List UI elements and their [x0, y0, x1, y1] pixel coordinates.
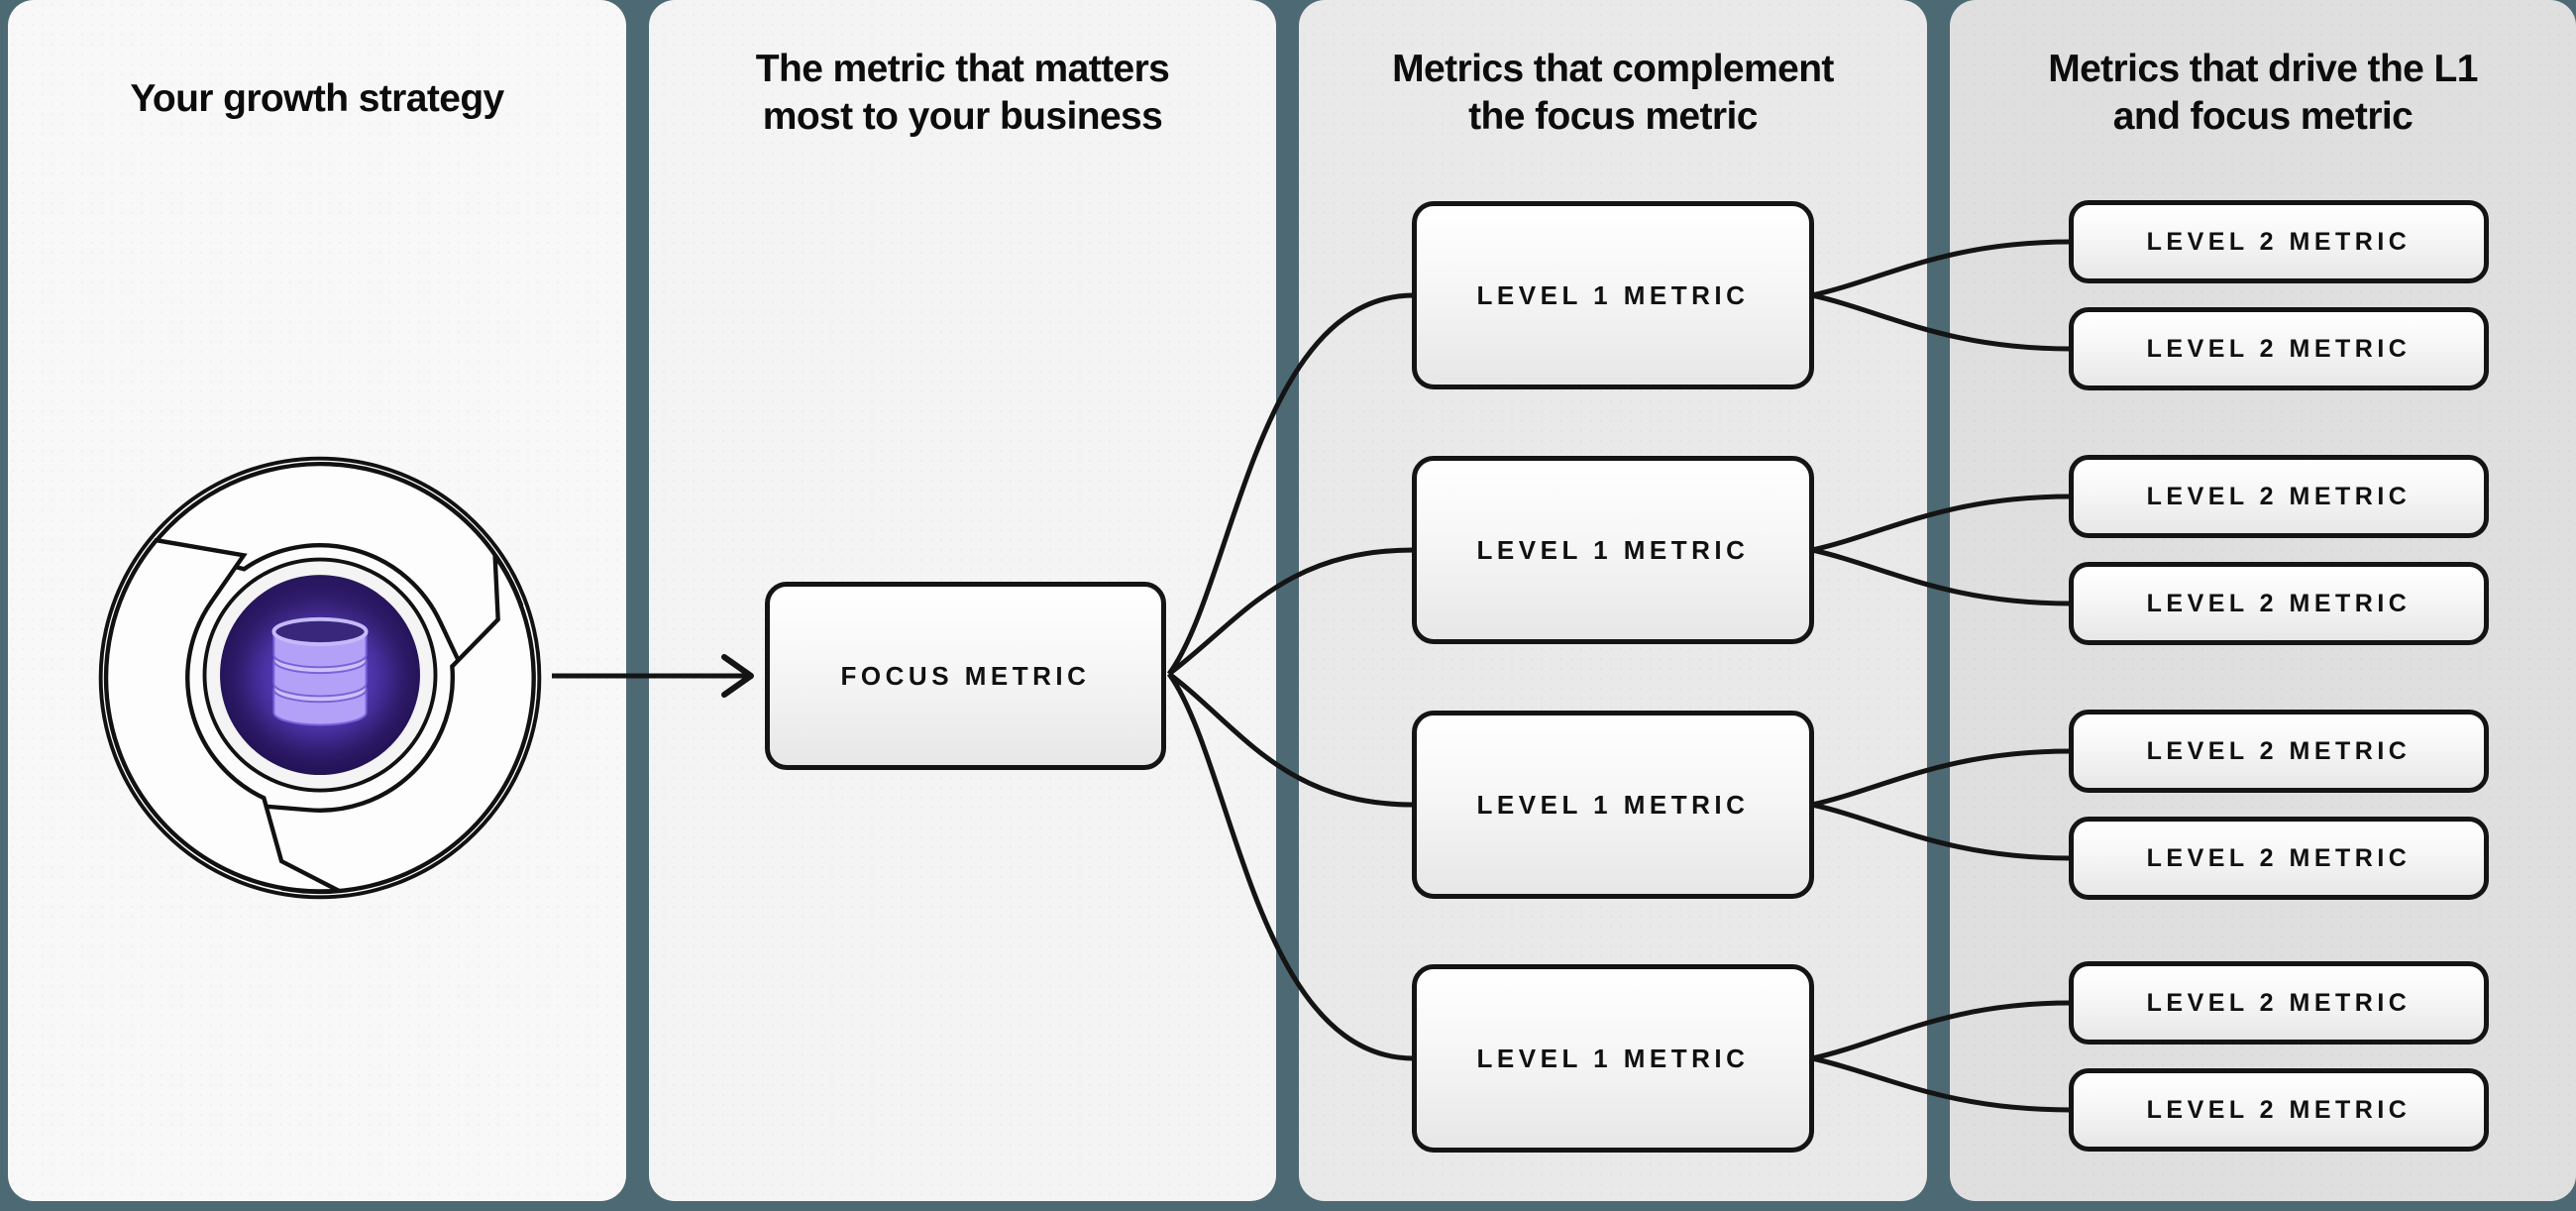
level1-metric-label: LEVEL 1 METRIC [1476, 789, 1750, 820]
level2-metric-node-1: LEVEL 2 METRIC [2069, 200, 2489, 283]
title-line: Metrics that drive the L1 [2048, 48, 2478, 90]
level2-metric-label: LEVEL 2 METRIC [2146, 1095, 2412, 1124]
level2-metric-node-6: LEVEL 2 METRIC [2069, 817, 2489, 900]
title-line: most to your business [762, 95, 1163, 138]
title-line: and focus metric [2112, 95, 2414, 138]
panel-focus-metric-title: The metric that matters most to your bus… [649, 0, 1276, 141]
panel-level2-metrics-title: Metrics that drive the L1 and focus metr… [1950, 0, 2576, 141]
focus-metric-node: FOCUS METRIC [765, 582, 1166, 770]
level2-metric-node-4: LEVEL 2 METRIC [2069, 562, 2489, 645]
level2-metric-label: LEVEL 2 METRIC [2146, 843, 2412, 872]
level1-metric-label: LEVEL 1 METRIC [1476, 1043, 1750, 1073]
title-line: The metric that matters [755, 48, 1170, 90]
panel-level1-metrics-title: Metrics that complement the focus metric [1299, 0, 1927, 141]
level2-metric-node-2: LEVEL 2 METRIC [2069, 307, 2489, 390]
database-icon [251, 613, 389, 742]
level2-metric-label: LEVEL 2 METRIC [2146, 589, 2412, 617]
level2-metric-node-5: LEVEL 2 METRIC [2069, 710, 2489, 793]
flywheel-blades [103, 461, 536, 895]
level2-metric-label: LEVEL 2 METRIC [2146, 227, 2412, 256]
growth-flywheel-database-icon [98, 456, 542, 900]
panel-growth-strategy-title: Your growth strategy [8, 0, 626, 123]
level2-metric-node-3: LEVEL 2 METRIC [2069, 455, 2489, 538]
title-line: the focus metric [1468, 95, 1758, 138]
level1-metric-label: LEVEL 1 METRIC [1476, 279, 1750, 310]
title-line: Your growth strategy [130, 77, 504, 120]
level2-metric-node-7: LEVEL 2 METRIC [2069, 961, 2489, 1045]
level1-metric-node-2: LEVEL 1 METRIC [1412, 456, 1814, 644]
level2-metric-label: LEVEL 2 METRIC [2146, 736, 2412, 765]
title-line: Metrics that complement [1392, 48, 1834, 90]
level2-metric-label: LEVEL 2 METRIC [2146, 334, 2412, 363]
level2-metric-label: LEVEL 2 METRIC [2146, 988, 2412, 1017]
level1-metric-label: LEVEL 1 METRIC [1476, 534, 1750, 565]
level1-metric-node-3: LEVEL 1 METRIC [1412, 711, 1814, 899]
level1-metric-node-1: LEVEL 1 METRIC [1412, 201, 1814, 389]
focus-metric-label: FOCUS METRIC [840, 660, 1091, 691]
level1-metric-node-4: LEVEL 1 METRIC [1412, 964, 1814, 1153]
level2-metric-label: LEVEL 2 METRIC [2146, 482, 2412, 510]
level2-metric-node-8: LEVEL 2 METRIC [2069, 1068, 2489, 1152]
